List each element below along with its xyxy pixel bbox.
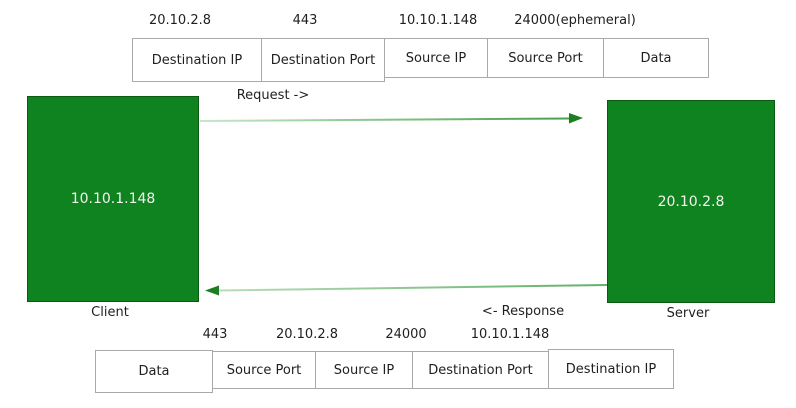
request-field-data: Data (603, 38, 709, 78)
request-value-source-port: 24000(ephemeral) (514, 13, 636, 28)
response-value-destination-port: 24000 (385, 327, 427, 342)
server-node: 20.10.2.8 (607, 100, 775, 303)
request-field-source-port: Source Port (487, 38, 604, 78)
arrow-right-icon (569, 113, 583, 124)
response-field-source-port: Source Port (212, 351, 316, 389)
server-label: Server (666, 306, 710, 321)
client-node: 10.10.1.148 (27, 96, 199, 302)
server-ip: 20.10.2.8 (657, 193, 725, 210)
request-value-destination-ip: 20.10.2.8 (148, 13, 212, 28)
response-arrow-line (218, 284, 608, 292)
response-field-destination-port: Destination Port (412, 351, 549, 389)
response-field-data: Data (95, 350, 213, 393)
arrow-left-icon (205, 285, 219, 296)
request-arrow (199, 113, 583, 124)
request-field-destination-port: Destination Port (261, 38, 385, 82)
response-field-source-ip: Source IP (315, 351, 413, 389)
client-ip: 10.10.1.148 (70, 191, 156, 207)
client-label: Client (91, 305, 129, 320)
response-value-source-port: 443 (202, 327, 228, 342)
request-arrow-line (199, 117, 570, 122)
request-packet-table: Destination IP Destination Port Source I… (132, 38, 709, 82)
response-value-destination-ip: 10.10.1.148 (470, 327, 550, 342)
request-arrow-label: Request -> (236, 88, 310, 103)
response-arrow-label: <- Response (481, 304, 565, 319)
response-field-destination-ip: Destination IP (548, 349, 674, 389)
response-arrow (205, 284, 608, 296)
request-value-source-ip: 10.10.1.148 (398, 13, 478, 28)
request-field-source-ip: Source IP (384, 38, 488, 78)
request-value-destination-port: 443 (292, 13, 318, 28)
response-value-source-ip: 20.10.2.8 (275, 327, 339, 342)
response-packet-table: Data Source Port Source IP Destination P… (95, 349, 674, 393)
